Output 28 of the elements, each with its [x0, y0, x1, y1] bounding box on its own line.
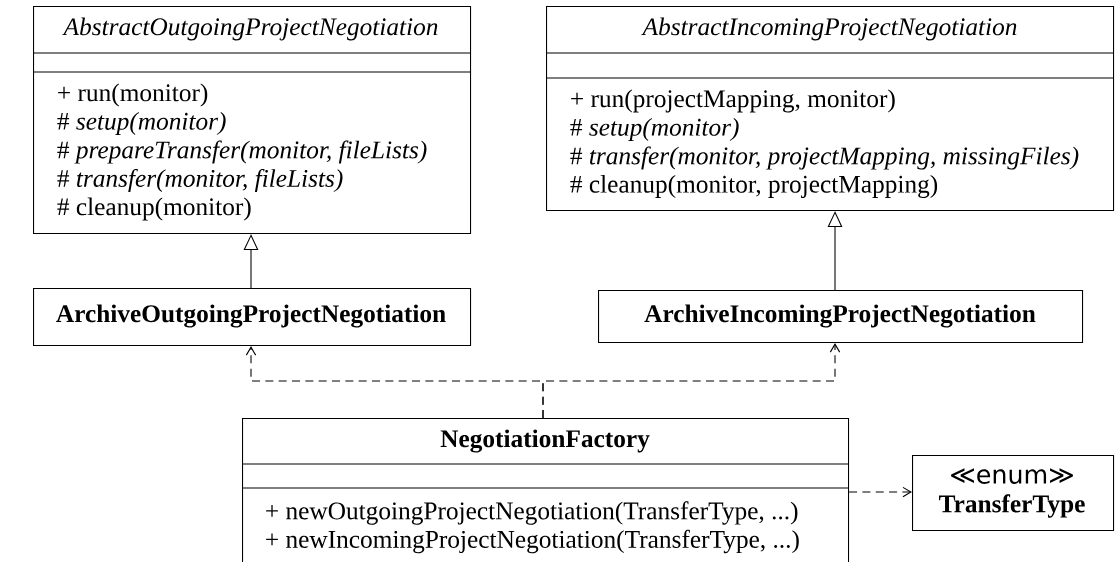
class-box: [241, 418, 850, 562]
generalization-arrow: [827, 211, 843, 291]
class-box: [598, 290, 1084, 344]
dependency-arrow: [542, 343, 841, 419]
dependency-arrow: [848, 486, 912, 498]
method-text: # cleanup(monitor): [57, 197, 251, 221]
method-text: + newIncomingProjectNegotiation(TransferType, ...): [266, 529, 799, 554]
class-name: TransferType: [939, 494, 1085, 518]
class-name: AbstractOutgoingProjectNegotiation: [62, 17, 438, 41]
method-text: # transfer(monitor, fileLists): [57, 168, 343, 193]
method-text: + run(monitor): [58, 83, 208, 107]
class-name: NegotiationFactory: [440, 429, 650, 453]
method-text: # setup(monitor): [570, 118, 739, 141]
method-text: # cleanup(monitor, projectMapping): [570, 175, 938, 198]
class-name: ArchiveOutgoingProjectNegotiation: [56, 304, 446, 328]
class-box: [32, 6, 472, 235]
method-text: # setup(monitor): [57, 112, 226, 135]
method-text: # transfer(monitor, projectMapping, missingFiles): [570, 146, 1079, 170]
generalization-arrow: [243, 234, 259, 289]
method-text: # prepareTransfer(monitor, fileLists): [57, 140, 427, 164]
class-box: [33, 288, 472, 347]
class-box: [912, 455, 1115, 532]
method-text: + run(projectMapping, monitor): [571, 89, 895, 113]
method-text: + newOutgoingProjectNegotiation(TransferType, ...): [266, 501, 798, 525]
class-name: ArchiveIncomingProjectNegotiation: [644, 304, 1036, 328]
class-box: [545, 6, 1115, 212]
class-name: AbstractIncomingProjectNegotiation: [641, 17, 1017, 41]
stereotype-label: ≪enum≫: [951, 468, 1073, 484]
